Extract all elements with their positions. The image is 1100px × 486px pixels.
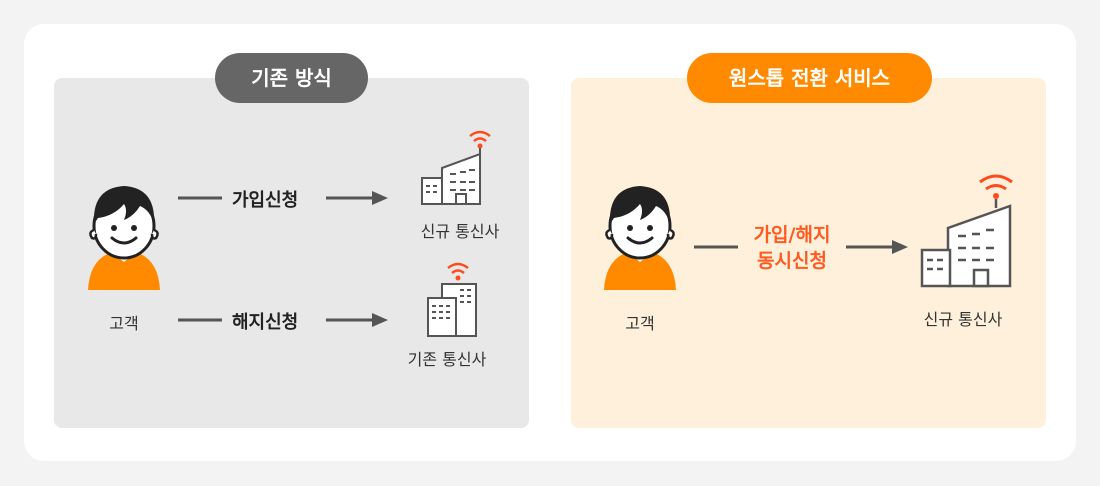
customer-label: 고객: [625, 314, 655, 333]
cancel-request-label: 해지신청: [232, 312, 299, 333]
arrow-line-left: [178, 318, 222, 322]
new-carrier-building-icon: [920, 174, 1013, 288]
existing-carrier-label: 기존 통신사: [407, 350, 487, 369]
new-carrier-building-icon: [421, 130, 491, 205]
customer-label: 고객: [109, 314, 139, 333]
arrow-line-left: [694, 245, 738, 249]
customer-icon: [604, 186, 676, 290]
join-request-label: 가입신청: [232, 190, 299, 211]
simultaneous-request-line2: 동시신청: [757, 250, 827, 272]
new-carrier-label: 신규 통신사: [420, 222, 500, 241]
existing-carrier-building-icon: [427, 262, 477, 337]
simultaneous-request-line1: 가입/해지: [753, 224, 831, 246]
arrow-right-icon: [326, 191, 388, 205]
arrow-right-icon: [846, 240, 908, 254]
new-carrier-label: 신규 통신사: [923, 310, 1003, 329]
onestop-service-title: 원스톱 전환 서비스: [687, 53, 932, 103]
arrow-line-left: [178, 196, 222, 200]
arrow-right-icon: [326, 313, 388, 327]
customer-icon: [88, 186, 160, 290]
existing-method-title: 기존 방식: [215, 53, 368, 103]
simultaneous-request-label: 가입/해지 동시신청: [742, 222, 842, 274]
